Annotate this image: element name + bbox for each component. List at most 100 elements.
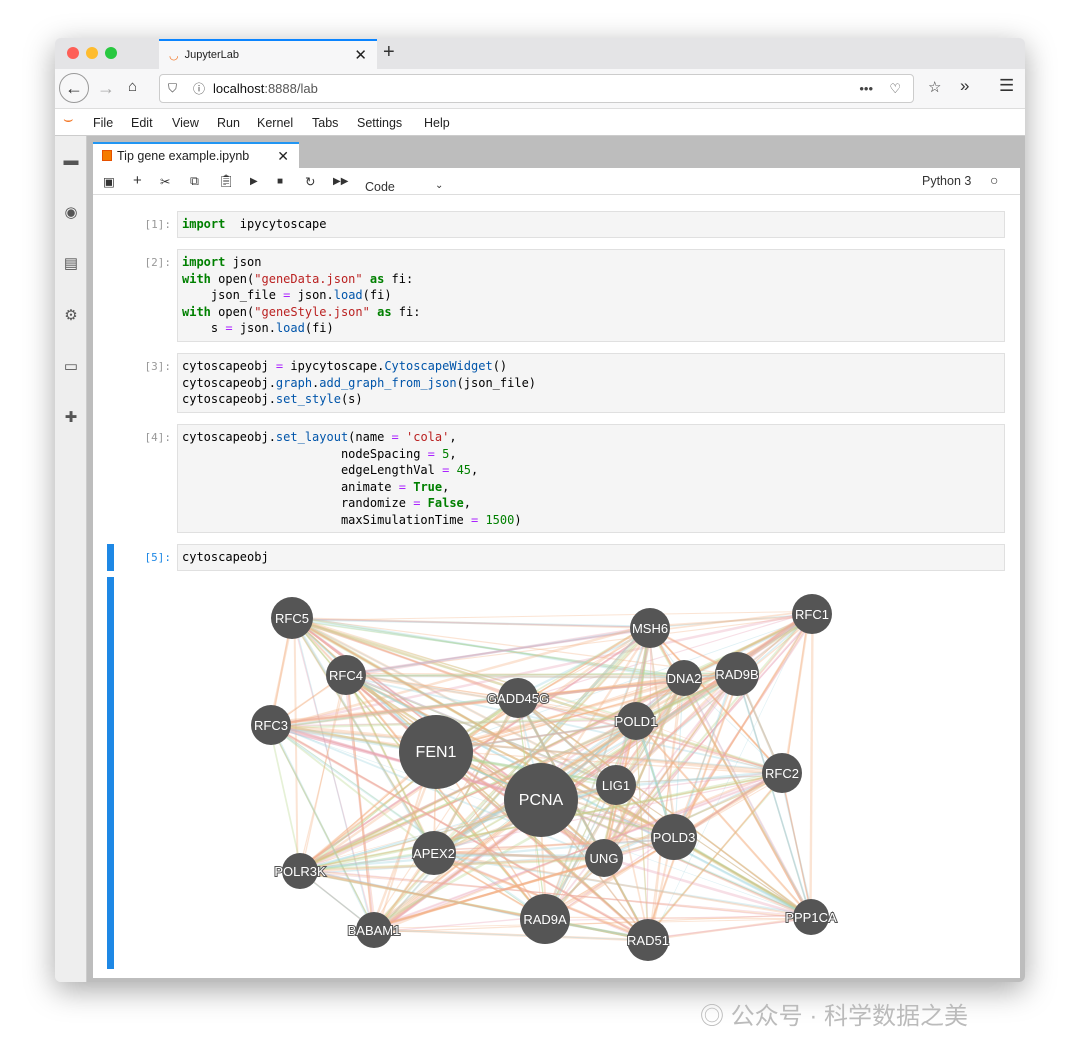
- graph-node[interactable]: UNG: [585, 839, 623, 877]
- run-all-icon[interactable]: ▶▶: [333, 176, 349, 187]
- run-icon[interactable]: ▶: [250, 176, 258, 187]
- cut-icon[interactable]: ✂: [160, 175, 171, 189]
- graph-node[interactable]: PCNA: [504, 763, 578, 837]
- property-inspector-icon[interactable]: ⚙: [64, 307, 78, 324]
- commands-icon[interactable]: ▤: [63, 255, 79, 272]
- pocket-icon[interactable]: ♡: [889, 80, 901, 96]
- copy-icon[interactable]: ⧉: [190, 174, 199, 188]
- node-circle[interactable]: [498, 678, 538, 718]
- graph-node[interactable]: RAD9B: [714, 652, 760, 696]
- graph-node[interactable]: RAD51: [626, 919, 670, 961]
- close-window-button[interactable]: [67, 47, 79, 59]
- url-bar[interactable]: ⛉ ⓘ localhost:8888/lab ••• ♡: [159, 74, 914, 103]
- node-circle[interactable]: [627, 919, 669, 961]
- node-circle[interactable]: [630, 608, 670, 648]
- node-circle[interactable]: [596, 765, 636, 805]
- folder-icon[interactable]: ▬: [63, 152, 79, 169]
- maximize-window-button[interactable]: [105, 47, 117, 59]
- forward-button[interactable]: →: [97, 78, 115, 98]
- graph-node[interactable]: RFC2: [762, 753, 802, 793]
- bookmark-star-icon[interactable]: ☆: [928, 79, 942, 96]
- kernel-name[interactable]: Python 3: [922, 174, 972, 188]
- graph-edge: [345, 674, 649, 941]
- graph-node[interactable]: RFC4: [326, 655, 366, 695]
- insert-cell-icon[interactable]: +: [133, 172, 142, 189]
- node-circle[interactable]: [793, 899, 829, 935]
- graph-edge: [645, 774, 785, 939]
- paste-icon[interactable]: 📋︎: [218, 174, 234, 188]
- node-circle[interactable]: [399, 715, 473, 789]
- node-circle[interactable]: [520, 894, 570, 944]
- output-collapser[interactable]: [107, 577, 114, 969]
- graph-node[interactable]: POLD1: [614, 702, 658, 740]
- running-icon[interactable]: ◉: [64, 204, 78, 221]
- close-tab-icon[interactable]: ✕: [354, 47, 367, 64]
- menu-kernel[interactable]: Kernel: [257, 116, 294, 130]
- code-cell[interactable]: cytoscapeobj = ipycytoscape.CytoscapeWid…: [177, 353, 1005, 413]
- node-circle[interactable]: [251, 705, 291, 745]
- node-circle[interactable]: [412, 831, 456, 875]
- new-tab-button[interactable]: +: [383, 41, 395, 63]
- node-circle[interactable]: [762, 753, 802, 793]
- node-circle[interactable]: [282, 853, 318, 889]
- browser-tab[interactable]: ◡JupyterLab✕: [159, 39, 377, 69]
- graph-node[interactable]: MSH6: [630, 608, 670, 648]
- overflow-icon[interactable]: »: [960, 76, 970, 95]
- graph-node[interactable]: GADD45G: [486, 678, 550, 718]
- menu-help[interactable]: Help: [424, 116, 450, 130]
- graph-node[interactable]: BABAM1: [347, 912, 401, 948]
- menu-edit[interactable]: Edit: [131, 116, 153, 130]
- graph-edge: [371, 858, 607, 930]
- minimize-window-button[interactable]: [86, 47, 98, 59]
- menu-tabs[interactable]: Tabs: [312, 116, 339, 130]
- graph-node[interactable]: PPP1CA: [784, 899, 838, 935]
- home-icon[interactable]: ⌂: [128, 78, 138, 95]
- node-circle[interactable]: [651, 814, 697, 860]
- menu-settings[interactable]: Settings: [357, 116, 403, 130]
- node-circle[interactable]: [666, 660, 702, 696]
- node-circle[interactable]: [617, 702, 655, 740]
- back-button[interactable]: ←: [59, 73, 89, 103]
- extension-icon[interactable]: ✚: [64, 409, 78, 426]
- graph-edge: [346, 625, 650, 678]
- graph-node[interactable]: DNA2: [666, 660, 702, 696]
- code-cell[interactable]: cytoscapeobj: [177, 544, 1005, 571]
- graph-node[interactable]: POLR3K: [273, 853, 327, 889]
- graph-edge: [302, 873, 372, 928]
- graph-node[interactable]: POLD3: [651, 814, 697, 860]
- graph-node[interactable]: RAD9A: [520, 894, 570, 944]
- code-cell[interactable]: cytoscapeobj.set_layout(name = 'cola', n…: [177, 424, 1005, 533]
- hamburger-menu-icon[interactable]: ☰: [999, 76, 1015, 95]
- graph-node[interactable]: LIG1: [596, 765, 636, 805]
- notebook-tab[interactable]: Tip gene example.ipynb✕: [93, 142, 299, 168]
- menu-file[interactable]: File: [93, 116, 114, 130]
- node-circle[interactable]: [792, 594, 832, 634]
- restart-icon[interactable]: ↻: [305, 175, 316, 189]
- graph-node[interactable]: RFC3: [251, 705, 291, 745]
- node-circle[interactable]: [326, 655, 366, 695]
- graph-node[interactable]: RFC5: [271, 597, 313, 639]
- code-token: ipycytoscape.: [283, 359, 385, 373]
- node-circle[interactable]: [356, 912, 392, 948]
- graph-node[interactable]: FEN1: [399, 715, 473, 789]
- graph-node[interactable]: APEX2: [412, 831, 456, 875]
- node-circle[interactable]: [715, 652, 759, 696]
- graph-edge: [432, 628, 652, 853]
- node-circle[interactable]: [585, 839, 623, 877]
- node-circle[interactable]: [504, 763, 578, 837]
- node-label: RFC2: [765, 766, 799, 781]
- graph-node[interactable]: RFC1: [792, 594, 832, 634]
- graph-edge: [438, 675, 682, 755]
- close-notebook-icon[interactable]: ✕: [277, 147, 289, 164]
- node-circle[interactable]: [271, 597, 313, 639]
- save-icon[interactable]: ▣: [103, 175, 115, 189]
- menu-run[interactable]: Run: [217, 116, 240, 130]
- stop-icon[interactable]: ■: [277, 176, 284, 187]
- tabs-icon[interactable]: ▭: [63, 358, 79, 375]
- code-cell[interactable]: import ipycytoscape: [177, 211, 1005, 238]
- menu-view[interactable]: View: [172, 116, 199, 130]
- more-icon[interactable]: •••: [859, 81, 873, 96]
- graph-edge: [271, 724, 648, 941]
